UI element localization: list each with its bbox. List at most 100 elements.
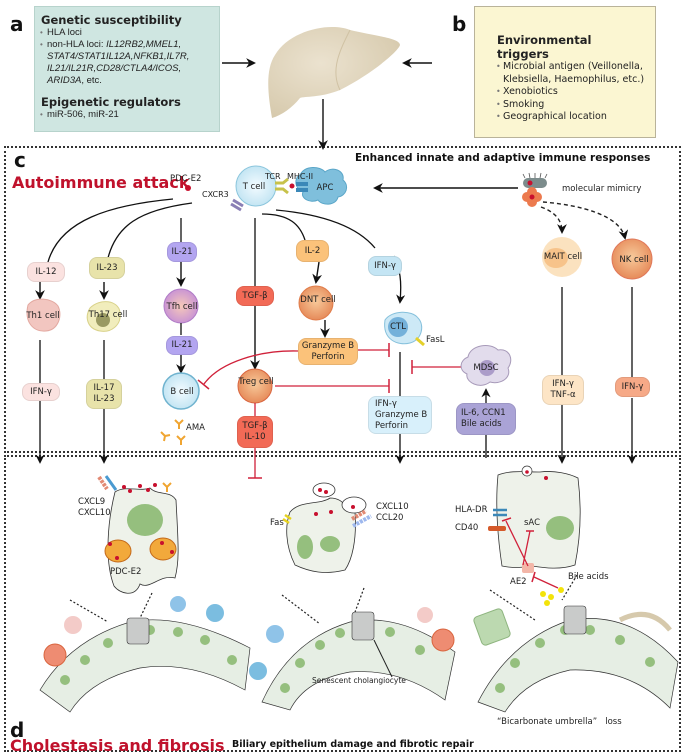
tcr-label: TCR	[265, 172, 281, 181]
il21-cytokine-top: IL-21	[167, 242, 197, 262]
branch-to-il2	[261, 213, 306, 241]
cxcr3-receptor-icon	[230, 198, 244, 212]
ctl-output-cytokines: IFN-γ Granzyme B Perforin	[368, 396, 432, 434]
ae2-label: AE2	[510, 577, 527, 587]
bile-duct-epithelium-middle	[261, 619, 456, 711]
hla-dr-icon	[493, 508, 507, 517]
genetic-susceptibility-box: Genetic susceptibility HLA loci non-HLA …	[34, 6, 220, 132]
pdc-e2-label: PDC-E2	[170, 174, 202, 184]
t-cell-label: T cell	[242, 182, 266, 192]
cd40-icon	[488, 526, 506, 531]
environmental-triggers-box: Environmental triggers Microbial antigen…	[474, 6, 656, 138]
ifng-cytokine-top: IFN-γ	[368, 256, 402, 276]
non-hla-label: non-HLA loci:	[47, 39, 107, 50]
ifng-th1-output: IFN-γ	[22, 383, 60, 401]
ama-label: AMA	[186, 423, 205, 433]
immune-responses-subtitle: Enhanced innate and adaptive immune resp…	[355, 152, 651, 164]
b-cell-icon	[162, 372, 200, 410]
bile-acids-label: Bile acids	[568, 572, 609, 582]
ae2-transporter-icon	[522, 563, 534, 573]
trigger-item: Microbial antigen (Veillonella, Klebsiel…	[496, 61, 645, 86]
mhc-ii-icon	[296, 182, 308, 186]
th1-cell-label: Th1 cell	[26, 311, 60, 321]
cholangiocyte-left-icon	[97, 475, 179, 594]
fasl-label: FasL	[426, 335, 445, 345]
bicarbonate-umbrella-label: “Bicarbonate umbrella” loss	[497, 717, 622, 727]
trigger-item: Smoking	[496, 99, 645, 112]
senescent-cell-icon	[351, 611, 375, 641]
cholangiocyte-middle-icon	[282, 482, 372, 573]
bile-duct-epithelium-left	[39, 619, 251, 713]
biliary-damage-subtitle: Biliary epithelium damage and fibrotic r…	[232, 739, 474, 750]
nk-cell-icon	[611, 238, 653, 280]
mait-cell-label: MAIT cell	[543, 252, 583, 262]
hla-dr-label: HLA-DR	[455, 505, 488, 515]
granzyme-perforin-dnt-output: Granzyme B Perforin	[298, 338, 358, 365]
non-hla-suffix: , etc.	[81, 75, 102, 86]
treg-cell-label: Treg cell	[238, 377, 274, 387]
tgfb-il10-treg-output: TGF-β IL-10	[237, 416, 273, 448]
antigen-peptide-icon	[289, 183, 295, 189]
environmental-title: Environmental triggers	[497, 33, 592, 61]
mait-output-cytokines: IFN-γ TNF-α	[542, 375, 584, 405]
bacterium-icon	[523, 178, 547, 188]
panel-letter-c: c	[14, 148, 26, 172]
immune-cell-icon	[43, 643, 67, 667]
genetic-title: Genetic susceptibility	[41, 13, 182, 27]
panel-letter-a: a	[10, 12, 24, 36]
nk-cell-label: NK cell	[619, 255, 649, 265]
branch-to-ifng	[275, 209, 376, 249]
panel-letter-d: d	[10, 718, 25, 742]
il17-il23-output: IL-17 IL-23	[86, 379, 122, 409]
mhc-ii-label: MHC-II	[287, 172, 314, 181]
panel-letter-b: b	[452, 12, 467, 36]
cxcr3-label: CXCR3	[202, 190, 229, 199]
panel-d-frame	[4, 455, 681, 752]
fas-receptor-icon	[282, 513, 292, 525]
cxcl9-label: CXCL9	[78, 497, 106, 507]
dashed-arrow-to-mait	[540, 206, 567, 234]
autoimmune-attack-title: Autoimmune attack	[12, 173, 190, 192]
il12-cytokine: IL-12	[27, 262, 65, 282]
fasl-icon	[415, 336, 425, 347]
fas-label: Fas	[270, 518, 284, 528]
non-hla-genes: IL12RB2,MMEL1, STAT4/STAT1IL12A,NFKB1,IL…	[47, 39, 190, 86]
cholestasis-fibrosis-title: Cholestasis and fibrosis	[10, 736, 225, 755]
il23-cytokine: IL-23	[89, 257, 125, 279]
th1-cell-icon	[26, 298, 61, 332]
cd40-label: CD40	[455, 523, 479, 533]
apc-label: APC	[316, 183, 334, 193]
trigger-item: Geographical location	[496, 111, 645, 124]
microbe-antigen-icon	[522, 187, 542, 207]
cxcl10-middle-label: CXCL10	[376, 502, 409, 512]
tfh-cell-label: Tfh cell	[166, 302, 198, 312]
dnt-cell-label: DNT cell	[300, 295, 336, 305]
t-cell-icon	[235, 165, 277, 207]
mirna-item: miR-506, miR-21	[40, 109, 213, 121]
branch-to-il23	[106, 202, 193, 263]
panel-c-frame	[4, 146, 681, 453]
bile-duct-epithelium-right	[477, 618, 679, 713]
mdsc-label: MDSC	[473, 363, 499, 373]
cholangiocyte-right-icon	[488, 465, 581, 606]
epigenetic-title: Epigenetic regulators	[41, 95, 181, 109]
non-hla-loci-item: non-HLA loci: IL12RB2,MMEL1, STAT4/STAT1…	[40, 39, 213, 87]
th17-cell-label: Th17 cell	[88, 310, 128, 320]
il21-cytokine-mid: IL-21	[166, 336, 198, 355]
liver-icon	[268, 27, 400, 119]
nk-output-cytokine: IFN-γ	[615, 377, 650, 397]
tcr-icon	[275, 177, 289, 195]
senescent-cholangiocyte-label: Senescent cholangiocyte	[312, 676, 406, 685]
pdc-e2-antigen-icon	[185, 185, 191, 191]
dashed-arrow-to-nk	[542, 201, 629, 240]
ama-antibody-icon	[160, 419, 186, 445]
sac-label: sAC	[524, 518, 541, 528]
tgfb-cytokine: TGF-β	[236, 286, 274, 306]
pdc-e2-mito-label: PDC-E2	[110, 567, 142, 577]
ctl-label: CTL	[390, 322, 406, 332]
molecular-mimicry-label: molecular mimicry	[562, 184, 642, 194]
il2-cytokine: IL-2	[296, 240, 329, 262]
mdsc-input-factors: IL-6, CCN1 Bile acids	[456, 403, 516, 435]
dnt-cell-icon	[298, 285, 334, 321]
